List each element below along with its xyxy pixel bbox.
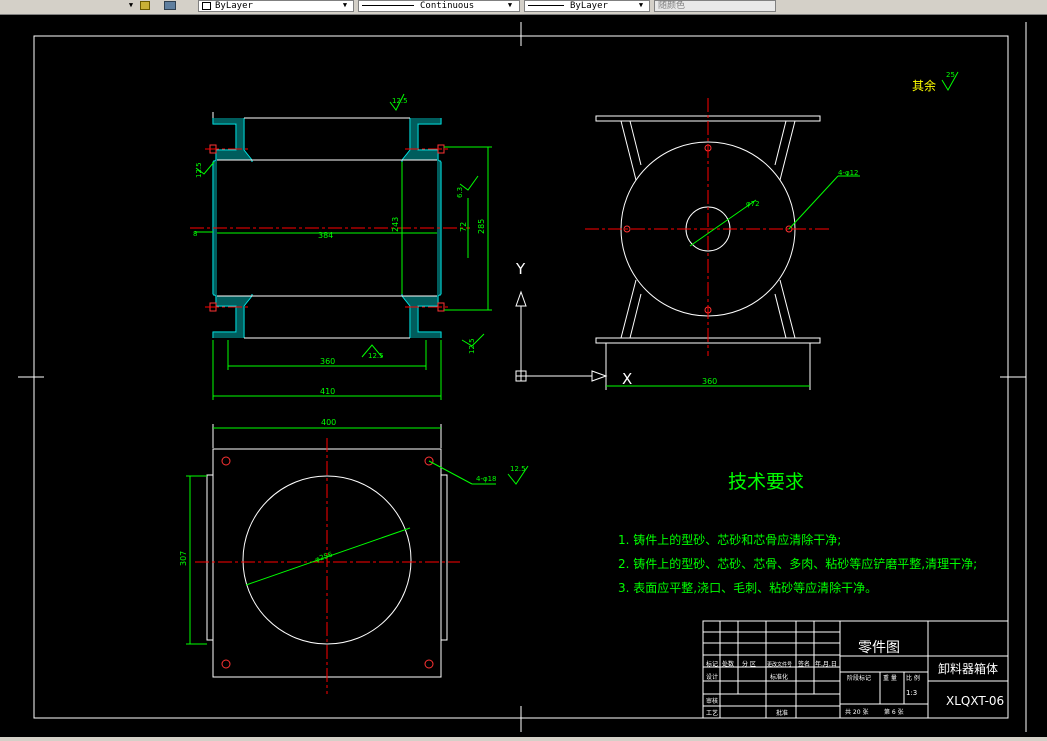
part-name-label: 卸料器箱体 xyxy=(938,661,998,676)
top-view: 400 307 φ256 4-φ18 12.5 xyxy=(179,418,529,694)
lineweight-label: ByLayer xyxy=(570,1,608,11)
top-roughness: 12.5 xyxy=(510,465,526,473)
dim-243: 243 xyxy=(391,217,400,232)
roughness-right-top: 6.3 xyxy=(456,187,464,198)
tb-header-change: 更改文件号 xyxy=(767,661,792,668)
dim-410: 410 xyxy=(320,387,335,396)
ucs-y-label: Y xyxy=(515,260,526,278)
dim-8: 8 xyxy=(193,230,197,238)
tech-item-1: 1. 铸件上的型砂、芯砂和芯骨应清除干净; xyxy=(618,532,841,547)
roughness-right-bottom: 12.5 xyxy=(468,338,476,354)
dim-307: 307 xyxy=(179,551,188,566)
roughness-bottom: 12.5 xyxy=(368,352,384,360)
dim-360-side: 360 xyxy=(702,377,717,386)
drawing-type-label: 零件图 xyxy=(858,640,900,656)
lineweight-preview xyxy=(528,5,564,6)
roughness-symbol-icon xyxy=(941,71,959,91)
tb-weight: 重 量 xyxy=(883,674,897,682)
ucs-icon xyxy=(515,290,608,382)
dim-360-front: 360 xyxy=(320,357,335,366)
tb-stage-mark: 阶段标记 xyxy=(847,674,871,682)
dropdown-arrow-icon[interactable]: ▼ xyxy=(128,1,134,9)
tb-header-date: 年.月.日 xyxy=(815,660,837,668)
layer-states-icon[interactable] xyxy=(140,1,150,10)
dim-285: 285 xyxy=(477,219,486,234)
properties-toolbar: ▼ ByLayer ▼ Continuous ▼ ByLayer ▼ 随颜色 xyxy=(0,0,1047,15)
linetype-dropdown-arrow-icon[interactable]: ▼ xyxy=(507,1,513,9)
color-dropdown-arrow-icon[interactable]: ▼ xyxy=(342,1,348,9)
phi256-label: φ256 xyxy=(314,550,334,564)
tb-designer: 设计 xyxy=(706,673,718,681)
tech-item-2: 2. 铸件上的型砂、芯砂、芯骨、多肉、粘砂等应铲磨平整,清理干净; xyxy=(618,556,977,571)
layer-previous-icon[interactable] xyxy=(164,1,176,10)
linetype-label: Continuous xyxy=(420,1,475,11)
roughness-top: 12.5 xyxy=(392,97,408,105)
drawing-number-label: XLQXT-06 xyxy=(946,694,1004,708)
tb-total-sheets: 共 20 张 xyxy=(845,708,868,716)
phi72-label: φ72 xyxy=(746,200,760,208)
tech-item-3: 3. 表面应平整,浇口、毛刺、粘砂等应清除干净。 xyxy=(618,580,877,595)
tb-header-sign: 签名 xyxy=(798,660,810,668)
tb-scale: 比 例 xyxy=(906,674,920,682)
front-view: 384 243 72 285 360 410 8 12.5 12.5 12.5 … xyxy=(190,93,492,400)
linetype-control[interactable]: Continuous xyxy=(358,0,520,12)
color-swatch-icon xyxy=(202,1,211,10)
linetype-preview xyxy=(362,5,414,6)
frame-center-marks xyxy=(18,22,1027,732)
dim-72: 72 xyxy=(459,222,468,232)
tb-sheet-no: 第 6 张 xyxy=(884,708,904,716)
color-control[interactable]: ByLayer xyxy=(198,0,354,12)
tb-approve: 批准 xyxy=(776,709,788,717)
color-label: ByLayer xyxy=(215,1,253,11)
tb-header-zone: 分 区 xyxy=(742,660,756,668)
plotstyle-label: 随颜色 xyxy=(658,1,686,11)
tb-scale-value: 1:3 xyxy=(906,689,917,697)
tb-header-count: 处数 xyxy=(722,660,734,668)
roughness-note-label: 其余 xyxy=(912,78,936,93)
dim-400: 400 xyxy=(321,418,336,427)
lineweight-control[interactable]: ByLayer xyxy=(524,0,650,12)
top-holes-label: 4-φ18 xyxy=(476,475,497,483)
side-view: φ72 4-φ12 360 xyxy=(585,98,860,390)
lineweight-dropdown-arrow-icon[interactable]: ▼ xyxy=(638,1,644,9)
ucs-x-label: X xyxy=(622,370,632,388)
roughness-left: 12.5 xyxy=(195,162,203,178)
dim-384: 384 xyxy=(318,231,333,240)
drawing-canvas[interactable]: 其余 25 xyxy=(0,14,1047,737)
tb-review: 审核 xyxy=(706,697,718,705)
tb-header-mark: 标记 xyxy=(706,660,718,668)
side-holes-label: 4-φ12 xyxy=(838,169,859,177)
roughness-note-value: 25 xyxy=(946,71,955,79)
plotstyle-control: 随颜色 xyxy=(654,0,776,12)
tb-standardization: 标准化 xyxy=(770,673,788,681)
status-bar xyxy=(0,737,1047,741)
title-block xyxy=(702,620,1009,719)
tech-requirements-title: 技术要求 xyxy=(728,471,804,493)
tb-process: 工艺 xyxy=(706,709,718,717)
